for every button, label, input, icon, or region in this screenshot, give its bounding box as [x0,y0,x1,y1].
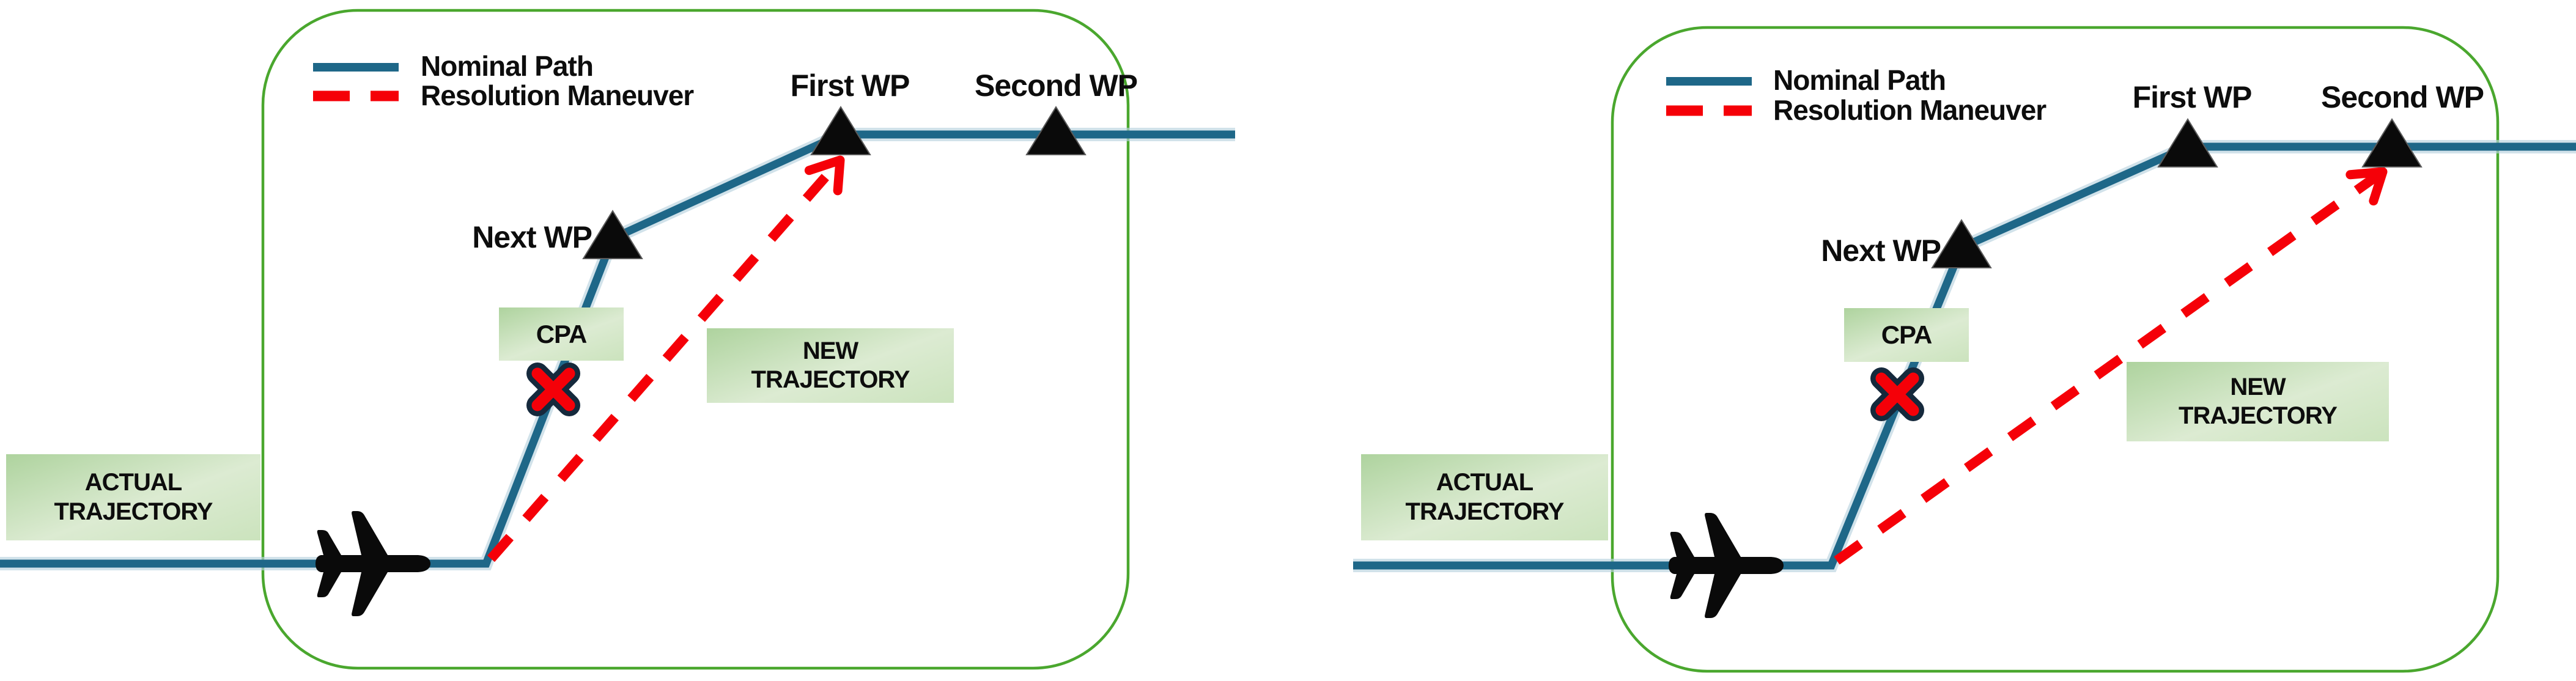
waypoint-triangle-first-right [2157,118,2218,167]
second-wp-label-right: Second WP [2320,80,2484,114]
actual-trajectory-box-right: ACTUAL TRAJECTORY [1361,454,1608,540]
airplane-icon-right [1669,513,1784,618]
cpa-box-right: CPA [1844,308,1969,362]
scenario-frame-left [261,9,1130,670]
legend-nominal-label-left: Nominal Path [421,50,594,82]
first-wp-label-left: First WP [790,68,910,103]
actual-trajectory-line1-right: ACTUAL [1436,469,1533,496]
cpa-box-label-right: CPA [1881,320,1933,350]
resolution-maneuver-line-right [1834,167,2386,565]
waypoint-triangle-second-right [2361,118,2423,167]
actual-trajectory-line2-left: TRAJECTORY [54,498,213,525]
new-trajectory-box-right: NEW TRAJECTORY [2127,362,2389,441]
waypoint-triangle-first-left [810,106,871,155]
arrowhead-icon-right [2345,167,2388,206]
second-wp-label-left: Second WP [974,68,1138,103]
cpa-box-label-left: CPA [536,319,588,348]
cpa-box-left: CPA [499,307,624,361]
arrowhead-icon-left [804,155,845,196]
cpa-x-icon-right [1870,367,1924,421]
legend-resolution-label-left: Resolution Maneuver [421,79,694,111]
scenario-frame-right [1611,26,2500,673]
new-trajectory-line1-left: NEW [802,337,858,364]
airplane-icon-left [316,511,430,616]
next-wp-label-left: Next WP [472,220,592,254]
first-wp-label-right: First WP [2132,80,2253,114]
legend-resolution-label-right: Resolution Maneuver [1773,94,2046,126]
actual-trajectory-line2-right: TRAJECTORY [1405,498,1565,525]
actual-trajectory-box-left: ACTUAL TRAJECTORY [6,454,260,540]
new-trajectory-line2-right: TRAJECTORY [2179,402,2338,429]
new-trajectory-line2-left: TRAJECTORY [751,366,910,393]
waypoint-triangle-second-left [1025,106,1087,155]
new-trajectory-box-left: NEW TRAJECTORY [707,328,954,403]
waypoint-triangle-next-right [1931,219,1992,268]
cpa-x-icon-left [526,363,580,416]
actual-trajectory-line1-left: ACTUAL [84,469,182,496]
legend-nominal-label-right: Nominal Path [1773,64,1946,96]
resolution-maneuver-line-left [487,156,844,562]
next-wp-label-right: Next WP [1821,234,1941,268]
new-trajectory-line1-right: NEW [2230,373,2286,400]
waypoint-triangle-next-left [582,210,643,259]
